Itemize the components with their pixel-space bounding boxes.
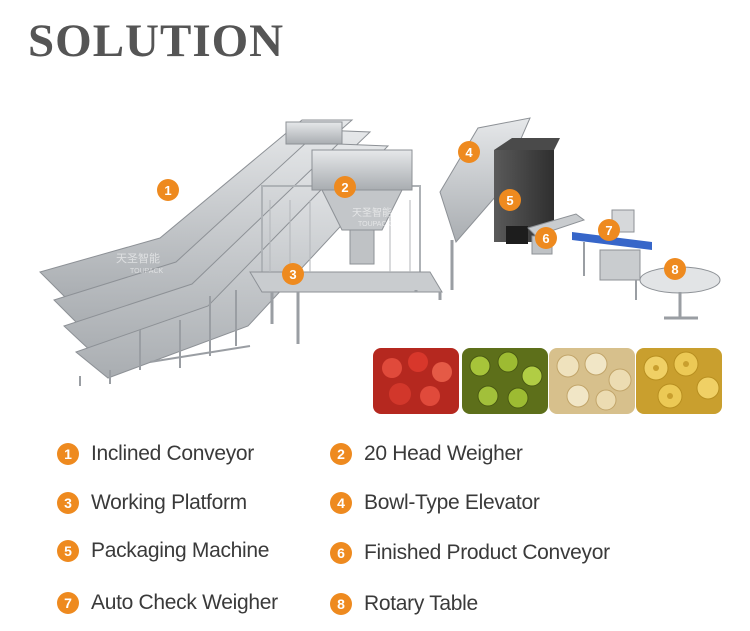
fruit-thumbnail-strawberries (373, 348, 459, 414)
svg-text:4: 4 (465, 145, 473, 160)
svg-text:3: 3 (289, 267, 296, 282)
legend-label: Packaging Machine (91, 539, 270, 562)
svg-text:6: 6 (542, 231, 549, 246)
legend-item-7: 7 Auto Check Weigher (57, 589, 278, 617)
svg-text:TOUPACK: TOUPACK (358, 221, 392, 228)
legend-number: 4 (330, 492, 352, 514)
svg-text:7: 7 (605, 223, 612, 238)
legend-item-6: 6 Finished Product Conveyor (330, 539, 610, 567)
legend-item-3: 3 Working Platform (57, 489, 247, 517)
auto-check-weigher (572, 209, 652, 300)
svg-text:TOUPACK: TOUPACK (130, 268, 164, 275)
marker-3: 3 (282, 263, 304, 285)
legend-number: 8 (330, 593, 352, 615)
fruit-thumbnail-pineapple (636, 348, 722, 414)
legend-item-2: 2 20 Head Weigher (330, 440, 523, 468)
svg-text:天圣智能: 天圣智能 (352, 206, 392, 219)
legend-label: Bowl-Type Elevator (364, 491, 540, 514)
marker-8: 8 (664, 258, 686, 280)
inclined-conveyor (39, 119, 404, 386)
legend-number: 1 (57, 443, 79, 465)
marker-6: 6 (535, 227, 557, 249)
legend-number: 5 (57, 540, 79, 562)
marker-4: 4 (458, 141, 480, 163)
marker-7: 7 (598, 219, 620, 241)
rotary-table (639, 266, 721, 320)
watermark: 天圣智能 TOUPACK 天圣智能 TOUPACK (116, 206, 392, 275)
marker-1: 1 (157, 179, 179, 201)
legend-label: Rotary Table (364, 592, 478, 615)
legend-item-8: 8 Rotary Table (330, 590, 478, 618)
legend-label: Finished Product Conveyor (364, 541, 610, 564)
fruit-thumbnail-kiwi (462, 348, 548, 414)
marker-2: 2 (334, 176, 356, 198)
svg-text:天圣智能: 天圣智能 (116, 251, 160, 265)
legend-number: 6 (330, 542, 352, 564)
fruit-thumbnail-banana-chips (549, 348, 635, 414)
legend-item-4: 4 Bowl-Type Elevator (330, 489, 540, 517)
legend-number: 7 (57, 592, 79, 614)
legend-label: 20 Head Weigher (364, 442, 523, 465)
svg-text:5: 5 (506, 193, 513, 208)
legend-item-1: 1 Inclined Conveyor (57, 440, 254, 468)
page-title: SOLUTION (28, 15, 285, 67)
legend-label: Auto Check Weigher (91, 591, 278, 614)
svg-text:2: 2 (341, 180, 348, 195)
legend-number: 2 (330, 443, 352, 465)
legend-number: 3 (57, 492, 79, 514)
svg-text:8: 8 (671, 262, 678, 277)
legend-item-5: 5 Packaging Machine (57, 537, 269, 565)
legend-label: Inclined Conveyor (91, 442, 254, 465)
svg-text:1: 1 (164, 183, 171, 198)
marker-5: 5 (499, 189, 521, 211)
head-weigher (285, 121, 413, 265)
legend-label: Working Platform (91, 491, 247, 514)
